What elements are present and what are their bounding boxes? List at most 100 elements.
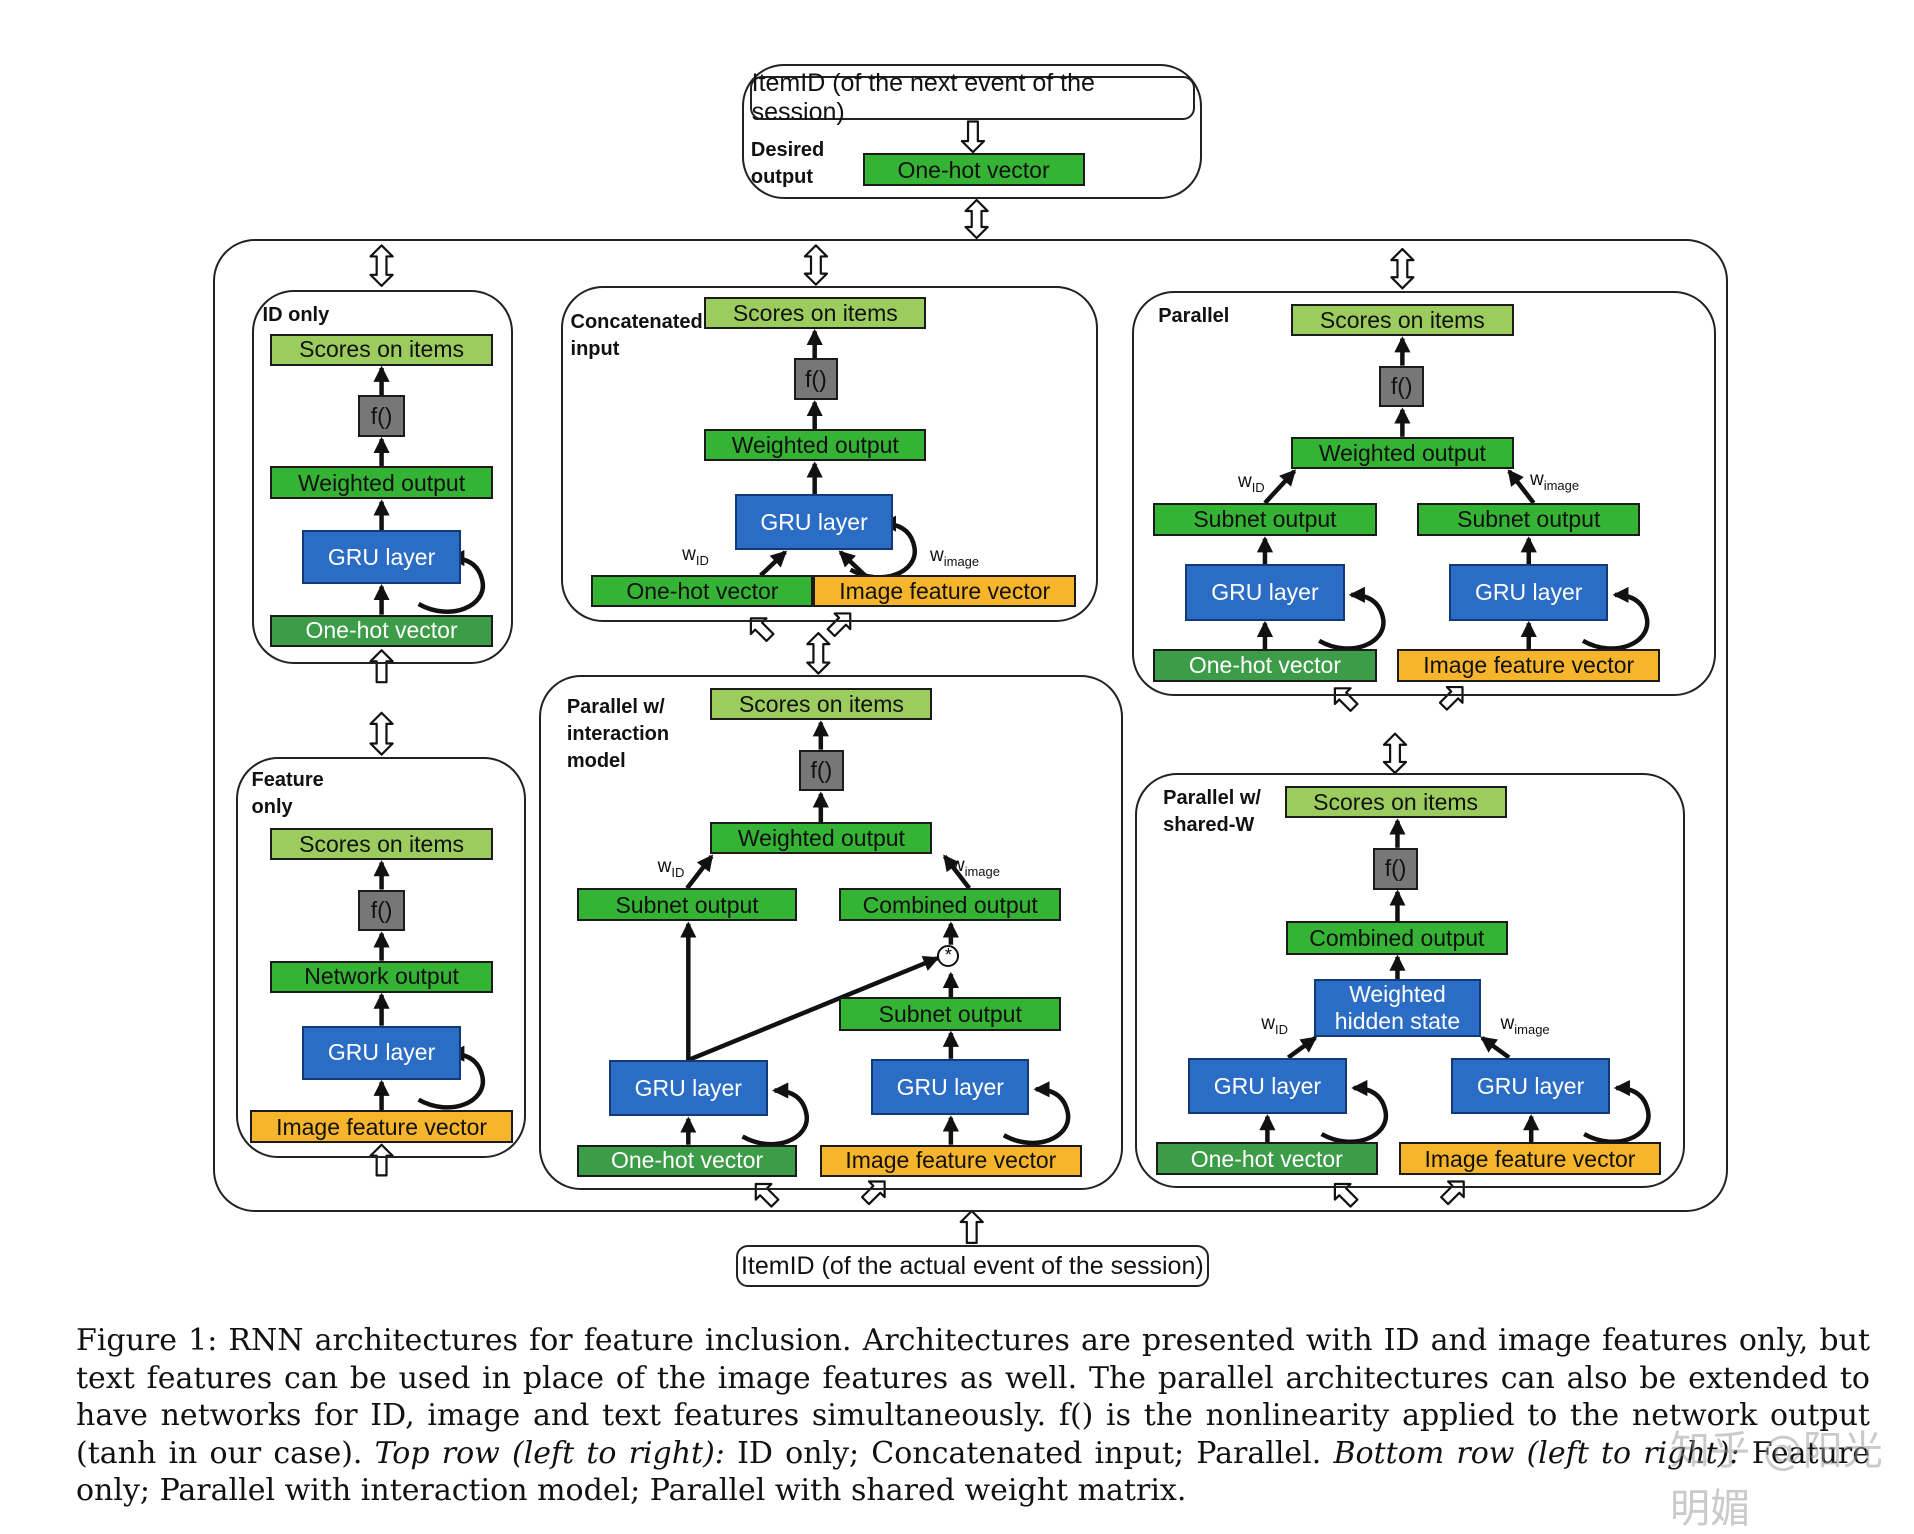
shared-gru-image-label: GRU layer [1476,1072,1585,1099]
interaction-arrow-wimage [942,854,972,890]
id-only-scores: Scores on items [269,333,494,366]
shared-weighted-hidden: Weighted hidden state [1314,979,1481,1037]
concat-arrow-onehot [759,550,787,578]
panel-label-concatenated: Concatenated input [570,311,703,361]
concat-image-vector: Image feature vector [813,575,1076,608]
interaction-image-input-arrow [860,1180,886,1206]
interaction-w-id-symbol: w [657,856,672,878]
panel-label-id-only: ID only [262,303,330,326]
parallel-subnet-image-label: Subnet output [1457,506,1601,533]
panel-parallel-shared [1134,772,1685,1188]
concat-image-vector-label: Image feature vector [839,578,1051,605]
interaction-scores-label: Scores on items [738,691,904,718]
caption-top-label: Top row (left to right): [374,1435,725,1471]
panel-feature-only [235,757,527,1159]
feature-only-recurrent-loop [417,1045,485,1110]
interaction-weighted-output: Weighted output [710,822,933,854]
shared-f: f() [1372,847,1419,890]
parallel-subnet-id: Subnet output [1153,503,1377,537]
panel-parallel [1132,290,1717,696]
parallel-gru-image-label: GRU layer [1475,579,1583,606]
desired-onehot-vector: One-hot vector [862,153,1085,187]
interaction-product-star: * [937,944,960,967]
parallel-image-vector: Image feature vector [1397,649,1660,683]
interaction-loop-id [741,1082,809,1147]
shared-weighted-hidden-label: Weighted hidden state [1334,981,1461,1034]
shared-w-id-symbol: w [1261,1013,1275,1035]
interaction-gru-id-label: GRU layer [634,1075,742,1102]
parallel-w-image-symbol: w [1529,468,1544,490]
parallel-w-id-subscript: ID [1251,479,1265,495]
concat-onehot: One-hot vector [591,575,814,608]
shared-w-image-symbol: w [1500,1013,1515,1035]
interaction-loop-image [1002,1081,1071,1146]
interaction-image-vector: Image feature vector [819,1144,1083,1177]
shared-onehot: One-hot vector [1155,1142,1378,1176]
figure-caption: Figure 1: RNN architectures for feature … [76,1322,1870,1510]
interaction-image-vector-label: Image feature vector [845,1147,1057,1174]
concat-top-double-arrow [803,244,829,286]
parallel-gru-id: GRU layer [1185,564,1345,621]
interaction-w-id-subscript: ID [671,865,685,881]
feature-only-image-vector: Image feature vector [250,1110,513,1144]
parallel-w-image: wimage [1530,469,1579,493]
interaction-subnet-id: Subnet output [576,888,798,922]
shared-w-image: wimage [1501,1013,1550,1037]
shared-onehot-label: One-hot vector [1190,1145,1343,1172]
actual-item-up-arrow [959,1209,984,1244]
concat-weighted-output: Weighted output [704,429,927,462]
interaction-onehot-label: One-hot vector [610,1147,764,1174]
feature-only-f-label: f() [370,897,393,924]
parallel-onehot-label: One-hot vector [1188,652,1342,679]
panel-parallel-interaction [538,674,1123,1191]
id-only-f-label: f() [370,402,393,429]
shared-image-vector: Image feature vector [1398,1142,1662,1176]
concat-w-image: wimage [930,545,979,569]
id-feature-double-arrow [369,711,394,756]
parallel-scores-label: Scores on items [1319,306,1485,333]
parallel-w-id-symbol: w [1237,471,1252,493]
concat-w-image-symbol: w [930,544,944,566]
caption-bottom-label: Bottom row (left to right): [1333,1435,1740,1471]
shared-scores-label: Scores on items [1313,789,1479,816]
parallel-gru-id-label: GRU layer [1211,579,1319,606]
itemid-next-box: ItemID (of the next event of the session… [749,69,1195,126]
shared-arrow-wid [1286,1036,1318,1060]
caption-main: Figure 1: RNN architectures for feature … [76,1323,1870,1471]
parallel-image-vector-label: Image feature vector [1423,652,1635,679]
interaction-subnet-image-label: Subnet output [878,1000,1022,1027]
id-only-weighted-output: Weighted output [269,466,494,500]
concat-w-id-symbol: w [682,543,696,565]
parallel-f: f() [1379,365,1425,408]
shared-loop-id [1320,1079,1389,1144]
interaction-w-image-subscript: image [964,863,1001,879]
panel-label-parallel-shared: Parallel w/ shared-W [1163,787,1261,837]
outer-frame [213,239,1728,1213]
shared-w-image-subscript: image [1514,1022,1550,1038]
parallel-arrow-wimage [1507,469,1536,505]
desired-output-label: Desired output [750,139,825,189]
shared-combined-output-label: Combined output [1309,924,1485,951]
panel-label-feature-only: Feature only [251,768,324,818]
parallel-image-input-arrow [1438,685,1464,711]
interaction-w-id: wID [658,856,685,880]
interaction-weighted-output-label: Weighted output [737,824,905,851]
itemid-next-box-label: ItemID (of the next event of the session… [751,69,1095,127]
shared-scores: Scores on items [1284,786,1507,819]
shared-gru-id: GRU layer [1187,1057,1348,1115]
concat-gru-label: GRU layer [760,508,868,535]
id-only-onehot-label: One-hot vector [305,617,458,644]
interaction-arrow-wid [685,854,714,890]
concat-arrow-image [838,550,867,578]
panel-id-only [251,289,513,664]
id-only-gru-label: GRU layer [327,543,436,570]
feature-only-scores: Scores on items [269,828,494,861]
interaction-w-image: wimage [951,855,1000,879]
concat-f: f() [793,358,838,400]
interaction-onehot: One-hot vector [576,1144,798,1177]
parallel-onehot: One-hot vector [1153,649,1377,683]
interaction-combined-output: Combined output [839,888,1062,922]
panel-label-parallel-interaction: Parallel w/ interaction model [566,696,670,773]
parallel-top-double-arrow [1390,247,1415,290]
